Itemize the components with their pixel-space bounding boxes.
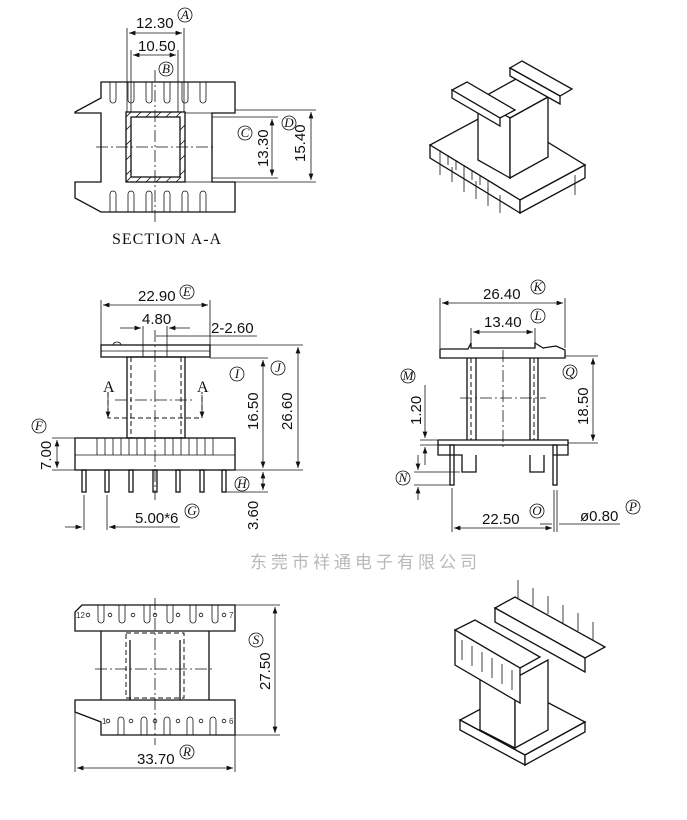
dim-q-tag: Q bbox=[565, 364, 575, 379]
dim-s-value: 27.50 bbox=[257, 652, 274, 690]
dim-k-tag: K bbox=[533, 279, 544, 294]
dim-k-value: 26.40 bbox=[483, 286, 521, 303]
dim-e-value: 22.90 bbox=[138, 288, 176, 305]
dim-l-tag: L bbox=[533, 308, 541, 323]
dim-c-tag: C bbox=[241, 125, 250, 140]
dim-r-tag: R bbox=[182, 744, 191, 759]
dim-j-tag: J bbox=[275, 360, 282, 375]
dim-m-value: 1.20 bbox=[408, 396, 425, 425]
dim-b-value: 10.50 bbox=[138, 38, 176, 55]
dim-i-value: 16.50 bbox=[245, 392, 262, 430]
section-mark-left: A bbox=[103, 379, 116, 396]
dim-i-tag: I bbox=[234, 366, 240, 381]
dim-o-value: 22.50 bbox=[482, 511, 520, 528]
dim-c-value: 13.30 bbox=[255, 129, 272, 167]
dim-l-value: 13.40 bbox=[484, 314, 522, 331]
dim-g-value: 5.00*6 bbox=[135, 510, 178, 527]
dim-g-tag: G bbox=[187, 503, 197, 518]
dim-h-tag: H bbox=[236, 476, 247, 491]
dim-m-tag: M bbox=[402, 368, 415, 383]
dim-e-tag: E bbox=[182, 284, 191, 299]
pin-number-12: 12 bbox=[76, 611, 85, 620]
dim-b-tag: B bbox=[162, 61, 170, 76]
side-view: 26.40 K 13.40 L 18.50 Q 1.20 M N 22.50 O… bbox=[395, 279, 641, 532]
dim-a-tag: A bbox=[180, 7, 189, 22]
pin-number-6: 6 bbox=[229, 717, 234, 726]
section-title: SECTION A-A bbox=[112, 231, 222, 248]
isometric-view-top bbox=[428, 60, 587, 215]
dim-d-tag: D bbox=[283, 115, 294, 130]
dim-d-value: 15.40 bbox=[292, 124, 309, 162]
isometric-view-bottom bbox=[453, 580, 607, 767]
dim-a-value: 12.30 bbox=[136, 15, 174, 32]
dim-o-tag: O bbox=[532, 503, 542, 518]
dim-s-tag: S bbox=[253, 632, 260, 647]
front-view: A A 22.90 E 4.80 2-2.60 16.50 I 26.60 J bbox=[31, 284, 303, 530]
pin-number-1: 1 bbox=[102, 717, 107, 726]
dim-slot2-value: 2-2.60 bbox=[211, 320, 254, 337]
dim-n-tag: N bbox=[398, 470, 409, 485]
dim-f-value: 7.00 bbox=[38, 441, 55, 470]
section-view: 12.30 A 10.50 B 13.30 C 15.40 D SECTION … bbox=[74, 7, 316, 248]
dim-r-value: 33.70 bbox=[137, 751, 175, 768]
dim-p-tag: P bbox=[628, 499, 637, 514]
dim-p-value: ø0.80 bbox=[580, 508, 618, 525]
watermark: 东莞市祥通电子有限公司 bbox=[250, 553, 481, 573]
pin-number-7: 7 bbox=[229, 611, 234, 620]
bottom-view: 12 7 1 6 27.50 S 33.70 R bbox=[74, 598, 280, 772]
section-mark-right: A bbox=[197, 379, 210, 396]
dim-f-tag: F bbox=[34, 418, 44, 433]
dim-j-value: 26.60 bbox=[279, 392, 296, 430]
dim-q-value: 18.50 bbox=[575, 387, 592, 425]
dim-h-value: 3.60 bbox=[245, 501, 262, 530]
dim-slot-value: 4.80 bbox=[142, 311, 171, 328]
